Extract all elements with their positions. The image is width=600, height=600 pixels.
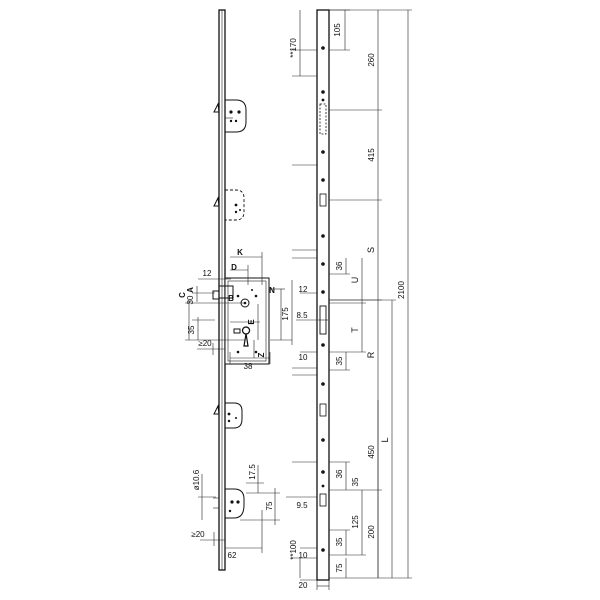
label-17-5: 17.5 <box>248 464 257 480</box>
label-ge20-lower: ≥20 <box>191 530 205 539</box>
dim-36: 36 <box>335 261 344 270</box>
label-E: E <box>247 319 256 325</box>
dim-10-upper: 10 <box>299 353 308 362</box>
middle-lower-hook-lock <box>213 402 243 429</box>
dim-10-lower: 10 <box>299 551 308 560</box>
dim-S: S <box>366 247 376 253</box>
right-faceplate <box>292 9 330 581</box>
middle-upper-hook-lock <box>213 189 245 221</box>
label-30: 30 <box>186 295 195 304</box>
label-38: 38 <box>244 362 253 371</box>
dim-105: 105 <box>333 23 342 37</box>
dim-35-a: 35 <box>335 356 344 365</box>
label-B: B <box>228 294 234 303</box>
dim-9-5: 9.5 <box>296 501 308 510</box>
dim-35-c: 35 <box>335 537 344 546</box>
upper-hook-lock <box>213 99 247 133</box>
label-N: N <box>269 286 275 295</box>
dim-L: L <box>380 437 390 442</box>
label-D: D <box>231 263 237 272</box>
label-Z: Z <box>257 352 266 357</box>
label-C: C <box>178 292 187 298</box>
dim-125: 125 <box>351 515 360 529</box>
lower-labels: ø10.6 17.5 75 ≥20 62 <box>191 464 274 560</box>
dim-T: T <box>350 327 360 333</box>
lock-dimension-lines <box>185 252 293 364</box>
dim-36-b: 36 <box>335 469 344 478</box>
dim-260: 260 <box>367 53 376 67</box>
faceplate-holes <box>321 46 325 552</box>
label-175: 175 <box>281 307 290 321</box>
dim-8-5: 8.5 <box>296 311 308 320</box>
bottom-hook-lock <box>213 488 245 519</box>
dim-450: 450 <box>367 445 376 459</box>
label-ge20: ≥20 <box>198 339 212 348</box>
label-35: 35 <box>187 325 196 334</box>
left-faceplate <box>218 9 226 571</box>
dim-12-right: 12 <box>299 285 308 294</box>
dim-U: U <box>350 277 360 284</box>
dim-75-right: 75 <box>335 563 344 572</box>
dim-20: 20 <box>299 581 308 590</box>
label-A: A <box>186 287 195 293</box>
label-K: K <box>237 248 243 257</box>
dim-200: 200 <box>367 525 376 539</box>
dim-415: 415 <box>367 148 376 162</box>
lock-labels: K D 12 A 30 C B N 175 E 35 ≥20 38 Z <box>178 248 290 371</box>
dimension-labels: 105 **170 260 415 S 2100 36 U 12 8.5 T R… <box>289 23 406 590</box>
dim-2100: 2100 <box>397 281 406 299</box>
faceplate-slots <box>318 103 328 507</box>
label-12-left: 12 <box>203 269 212 278</box>
dim-R: R <box>366 351 376 358</box>
lower-dimension-lines <box>198 465 280 553</box>
dim-170: **170 <box>289 38 298 58</box>
main-lock-body <box>212 277 270 365</box>
label-75-left: 75 <box>265 501 274 510</box>
dim-35-b: 35 <box>351 477 360 486</box>
label-62: 62 <box>228 551 237 560</box>
label-dia-10-6: ø10.6 <box>192 469 201 490</box>
dim-100: **100 <box>289 540 298 560</box>
right-dimension-lines <box>286 9 412 590</box>
